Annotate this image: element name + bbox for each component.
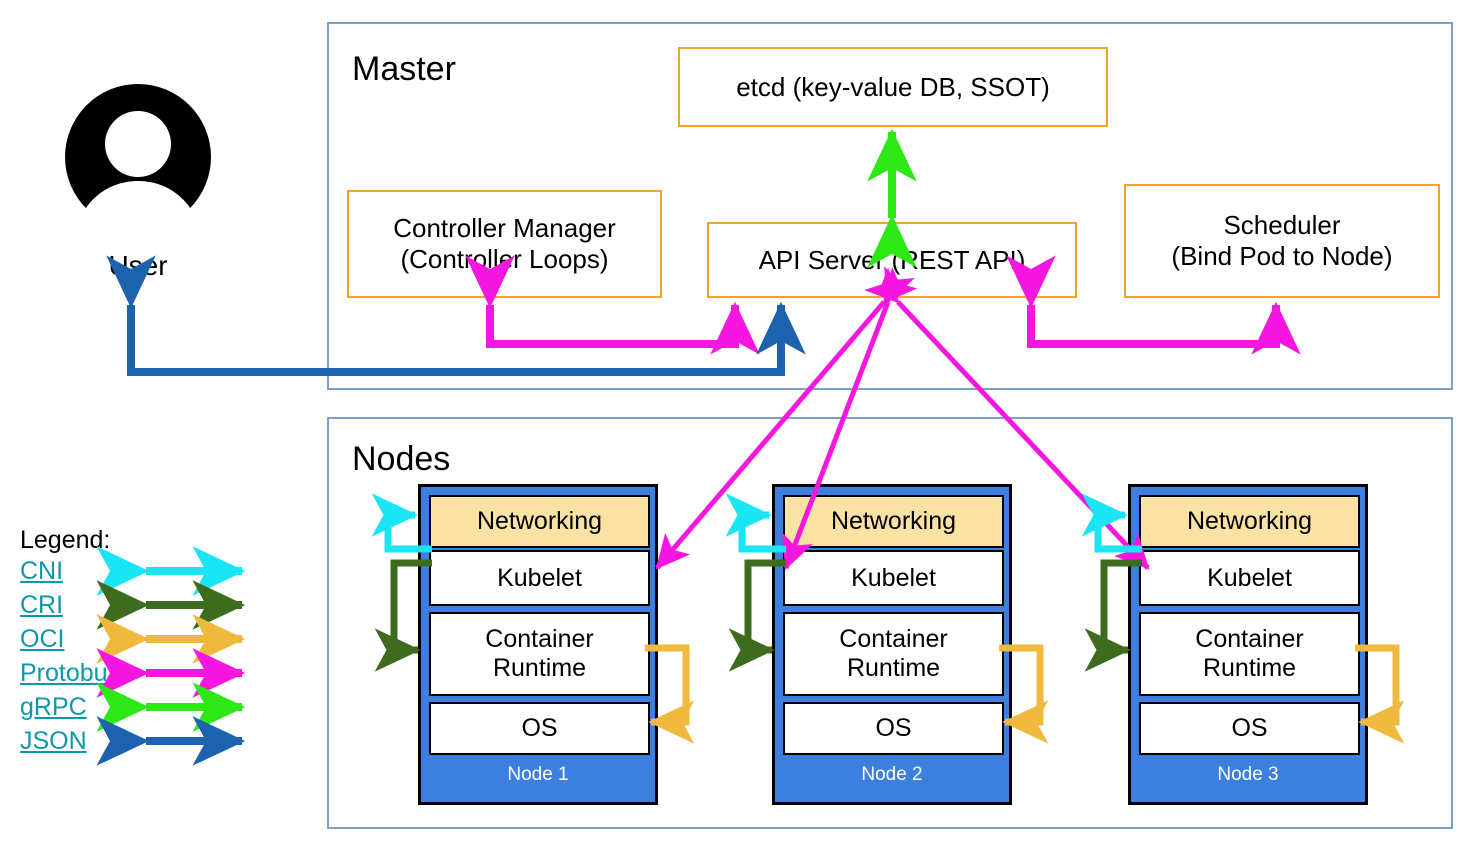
controller-manager-box[interactable]: Controller Manager (Controller Loops) bbox=[347, 190, 662, 298]
etcd-label: etcd (key-value DB, SSOT) bbox=[736, 71, 1050, 102]
scheduler-box[interactable]: Scheduler (Bind Pod to Node) bbox=[1124, 184, 1440, 298]
node-box-1[interactable]: Networking Kubelet Container Runtime OS … bbox=[418, 484, 658, 805]
legend-row-json[interactable]: JSON bbox=[20, 716, 250, 766]
legend-arrow-oci bbox=[96, 614, 246, 664]
node-2-layer-networking[interactable]: Networking bbox=[783, 495, 1004, 548]
node-2-layer-kubelet[interactable]: Kubelet bbox=[783, 550, 1004, 606]
node-2-layer-container-runtime[interactable]: Container Runtime bbox=[783, 612, 1004, 696]
node-3-layer-networking[interactable]: Networking bbox=[1139, 495, 1360, 548]
etcd-box[interactable]: etcd (key-value DB, SSOT) bbox=[678, 47, 1108, 127]
node-1-container-runtime-label: Container Runtime bbox=[485, 625, 594, 682]
legend-label-cni[interactable]: CNI bbox=[20, 556, 64, 585]
node-1-layer-networking[interactable]: Networking bbox=[429, 495, 650, 548]
legend-label-protobuf[interactable]: Protobuf bbox=[20, 658, 115, 687]
legend-row-oci[interactable]: OCI bbox=[20, 614, 250, 664]
user-avatar-icon bbox=[62, 84, 214, 234]
nodes-title: Nodes bbox=[352, 440, 451, 478]
node-1-layer-container-runtime[interactable]: Container Runtime bbox=[429, 612, 650, 696]
legend-row-grpc[interactable]: gRPC bbox=[20, 682, 250, 732]
node-1-networking-label: Networking bbox=[476, 507, 603, 535]
legend-title: Legend: bbox=[20, 526, 111, 554]
node-1-layer-kubelet[interactable]: Kubelet bbox=[429, 550, 650, 606]
node-3-os-label: OS bbox=[1231, 714, 1268, 742]
node-3-layer-container-runtime[interactable]: Container Runtime bbox=[1139, 612, 1360, 696]
node-2-networking-label: Networking bbox=[830, 507, 957, 535]
node-3-networking-label: Networking bbox=[1186, 507, 1313, 535]
node-3-container-runtime-label: Container Runtime bbox=[1195, 625, 1304, 682]
node-1-os-label: OS bbox=[521, 714, 558, 742]
legend-arrow-grpc bbox=[96, 682, 246, 732]
node-2-container-runtime-label: Container Runtime bbox=[839, 625, 948, 682]
api-server-label: API Server (REST API) bbox=[758, 244, 1026, 275]
master-title: Master bbox=[352, 50, 456, 88]
legend-row-protobuf[interactable]: Protobuf bbox=[20, 648, 250, 698]
node-2-os-label: OS bbox=[875, 714, 912, 742]
legend-label-oci[interactable]: OCI bbox=[20, 624, 65, 653]
node-2-name: Node 2 bbox=[861, 764, 923, 785]
api-server-box[interactable]: API Server (REST API) bbox=[707, 222, 1077, 298]
node-2-kubelet-label: Kubelet bbox=[851, 563, 936, 592]
node-3-layer-os[interactable]: OS bbox=[1139, 702, 1360, 755]
node-2-layer-os[interactable]: OS bbox=[783, 702, 1004, 755]
node-1-kubelet-label: Kubelet bbox=[497, 563, 582, 592]
node-3-layer-kubelet[interactable]: Kubelet bbox=[1139, 550, 1360, 606]
legend-arrow-cni bbox=[96, 546, 246, 596]
legend-label-cri[interactable]: CRI bbox=[20, 590, 64, 619]
legend-row-cni[interactable]: CNI bbox=[20, 546, 250, 596]
legend-label-json[interactable]: JSON bbox=[20, 726, 87, 755]
legend-row-cri[interactable]: CRI bbox=[20, 580, 250, 630]
legend-arrow-json bbox=[96, 716, 246, 766]
legend-arrow-cri bbox=[96, 580, 246, 630]
scheduler-label: Scheduler (Bind Pod to Node) bbox=[1171, 210, 1393, 271]
node-1-name: Node 1 bbox=[507, 764, 569, 785]
node-box-2[interactable]: Networking Kubelet Container Runtime OS … bbox=[772, 484, 1012, 805]
node-box-3[interactable]: Networking Kubelet Container Runtime OS … bbox=[1128, 484, 1368, 805]
legend-arrow-protobuf bbox=[96, 648, 246, 698]
legend-label-grpc[interactable]: gRPC bbox=[20, 692, 87, 721]
controller-manager-label: Controller Manager (Controller Loops) bbox=[393, 213, 616, 274]
node-3-kubelet-label: Kubelet bbox=[1207, 563, 1292, 592]
user-label: User bbox=[108, 250, 168, 281]
node-1-layer-os[interactable]: OS bbox=[429, 702, 650, 755]
node-3-name: Node 3 bbox=[1217, 764, 1279, 785]
